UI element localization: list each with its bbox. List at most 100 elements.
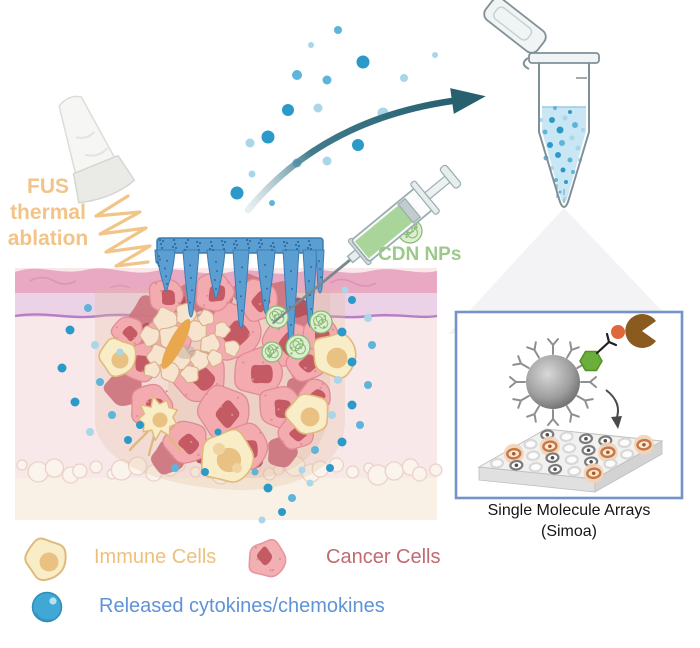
cytokine-dot-icon — [334, 376, 342, 384]
ablation-icicles-icon — [154, 237, 325, 349]
tube-cap-ridge — [493, 6, 533, 41]
fat-bubble — [384, 461, 404, 481]
icicle-speckle — [283, 244, 287, 248]
cell-speckle — [220, 405, 223, 408]
cytokine-dot-icon — [337, 437, 347, 447]
reporter-dot-icon — [611, 325, 625, 339]
collection-arrow-icon — [244, 88, 486, 214]
icicle-speckle — [171, 245, 175, 249]
well-empty — [559, 431, 574, 443]
cell-speckle — [300, 442, 303, 446]
simoa-caption: Single Molecule Arrays (Simoa) — [456, 500, 682, 542]
necrotic-cell — [139, 325, 160, 348]
cell-speckle — [177, 301, 181, 305]
cell-speckle — [146, 400, 150, 403]
cytokine-dot-icon — [563, 196, 567, 200]
cell-speckle — [141, 370, 144, 373]
detection-antibody-icon — [595, 332, 618, 355]
simoa-caption-line1: Single Molecule Arrays — [487, 502, 651, 519]
icicle-speckle — [319, 268, 321, 271]
syringe-thumb-pad — [439, 164, 462, 189]
cytokine-dot-icon — [136, 421, 144, 429]
icicle-speckle — [272, 245, 276, 249]
cytokine-dot-icon — [261, 130, 275, 144]
icicle-speckle — [239, 280, 241, 283]
immune-cells — [98, 332, 357, 483]
cytokine-dot-icon — [581, 128, 585, 132]
icicle-speckle — [214, 279, 216, 281]
subcutaneous-layer — [15, 478, 437, 520]
epidermis-texture — [329, 278, 377, 287]
cytokine-dot-icon — [547, 142, 553, 148]
legend-immune-icon — [24, 537, 67, 582]
well-empty — [523, 438, 538, 450]
fat-bubble — [367, 464, 389, 486]
icicle-speckle — [165, 275, 167, 278]
icicle-speckle — [174, 246, 178, 250]
well-empty — [564, 454, 579, 466]
icicle-speckle — [208, 247, 212, 251]
capture-antibody-icon — [509, 376, 526, 388]
icicle-speckle — [166, 282, 168, 285]
cytokine-dot-icon — [364, 381, 372, 389]
cell-speckle — [281, 440, 285, 443]
necrotic-core — [139, 302, 241, 384]
np-dot — [290, 346, 293, 350]
tube-speckle — [563, 191, 565, 193]
capture-antibody-icon — [580, 376, 597, 388]
tube-speckle — [563, 189, 565, 191]
simoa-caption-line2: (Simoa) — [540, 523, 597, 540]
capture-antibody-icon — [512, 355, 530, 369]
well-center — [514, 463, 519, 468]
necrotic-cell — [143, 361, 161, 379]
fat-bubble — [72, 463, 88, 479]
transducer-head — [72, 154, 136, 204]
cytokine-dot-icon — [251, 468, 259, 476]
microcentrifuge-tube-icon — [483, 0, 600, 208]
cytokine-dot-icon — [65, 325, 75, 335]
immune-cell-nucleus — [111, 351, 129, 369]
legend-immune-label: Immune Cells — [94, 546, 217, 568]
well-center — [589, 459, 593, 464]
cytokine-dot-icon — [214, 428, 222, 436]
icicle-speckle — [161, 239, 165, 243]
cytokine-dot-icon — [298, 466, 306, 474]
necrotic-cell — [179, 365, 199, 384]
cytokine-dot-icon — [91, 341, 99, 349]
icicle-speckle — [318, 260, 320, 263]
fus-thermal-ablation-label: FUS thermal ablation — [7, 175, 89, 250]
fat-bubble — [429, 463, 443, 477]
ultrasound-waves-icon — [94, 194, 152, 268]
cytokine-dot-icon — [322, 156, 332, 166]
cell-speckle — [291, 374, 294, 377]
icicle-speckle — [270, 248, 274, 252]
cell-speckle — [133, 336, 136, 340]
icicle-speckle — [290, 270, 292, 272]
icicle-speckle — [246, 242, 250, 246]
immune-cell-nucleus — [152, 412, 168, 428]
immune-cell-nucleus — [326, 347, 348, 369]
cytokine-dot-icon — [230, 186, 244, 200]
cytokine-dot-icon — [356, 421, 364, 429]
cytokine-dot-icon — [568, 110, 572, 114]
cytokine-dot-icon — [171, 464, 179, 472]
cancer-cell-nucleus — [221, 320, 250, 348]
icicle-speckle — [297, 244, 301, 248]
well-center — [545, 432, 550, 437]
icicle-speckle — [157, 261, 159, 264]
icicle-speckle — [159, 258, 161, 261]
cytokine-dot-icon — [306, 479, 314, 487]
well-center — [606, 450, 610, 455]
fat-bubble — [44, 458, 65, 478]
icicle-speckle — [266, 287, 268, 290]
icicle-speckle — [198, 241, 202, 245]
cytokine-dot-icon — [560, 167, 566, 173]
np-scribble — [315, 313, 327, 324]
tube-speckle — [563, 201, 565, 203]
cell-speckle — [215, 382, 219, 385]
icicle-speckle — [308, 243, 312, 247]
icicle-speckle — [310, 266, 312, 269]
icicle-speckle — [184, 241, 188, 245]
cytokine-dot-icon — [108, 411, 116, 419]
icicle-speckle — [282, 240, 286, 244]
